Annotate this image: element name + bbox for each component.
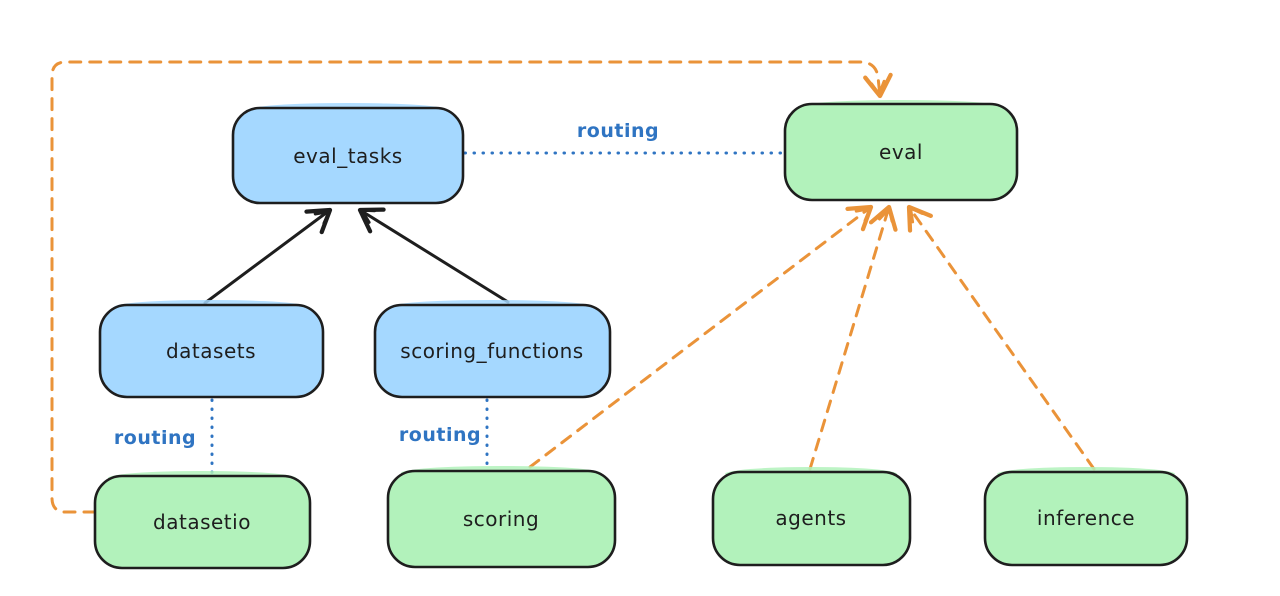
node-label-eval: eval [879,140,923,164]
nodes-layer: eval_tasks eval datasets scoring_functio… [93,100,1189,570]
node-label-eval-tasks: eval_tasks [293,144,402,168]
edge-labels-layer: routing routing routing [114,120,659,449]
node-eval: eval [783,100,1019,202]
node-box [98,303,325,399]
edge-label-routing-datasets: routing [114,427,196,449]
node-label-inference: inference [1037,506,1135,530]
node-box [93,474,312,570]
node-scoring-functions: scoring_functions [373,300,612,399]
node-datasets: datasets [98,300,325,399]
edge-datasetio-to-eval [50,60,893,514]
edge-scoring-functions-to-eval-tasks [357,207,510,304]
node-box [373,303,612,399]
node-label-agents: agents [775,506,846,530]
node-scoring: scoring [386,466,617,569]
node-eval-tasks: eval_tasks [231,103,465,205]
node-box [711,470,912,567]
edge-datasets-to-eval-tasks [203,207,333,305]
node-datasetio: datasetio [93,471,312,570]
node-box [783,102,1019,202]
node-label-scoring-functions: scoring_functions [400,339,583,363]
edge-label-routing-scoring: routing [399,424,481,446]
edges-layer [50,60,1096,514]
node-label-datasets: datasets [166,339,256,363]
edge-inference-to-eval [906,204,1096,471]
edge-label-routing-top: routing [577,120,659,142]
node-label-scoring: scoring [463,507,539,531]
node-label-datasetio: datasetio [153,510,251,534]
node-box [386,469,617,569]
edge-scoring-to-eval [528,204,874,469]
node-box [983,470,1189,567]
node-box [231,106,465,205]
edge-agents-to-eval [808,204,898,471]
node-inference: inference [983,467,1189,567]
node-agents: agents [711,467,912,567]
